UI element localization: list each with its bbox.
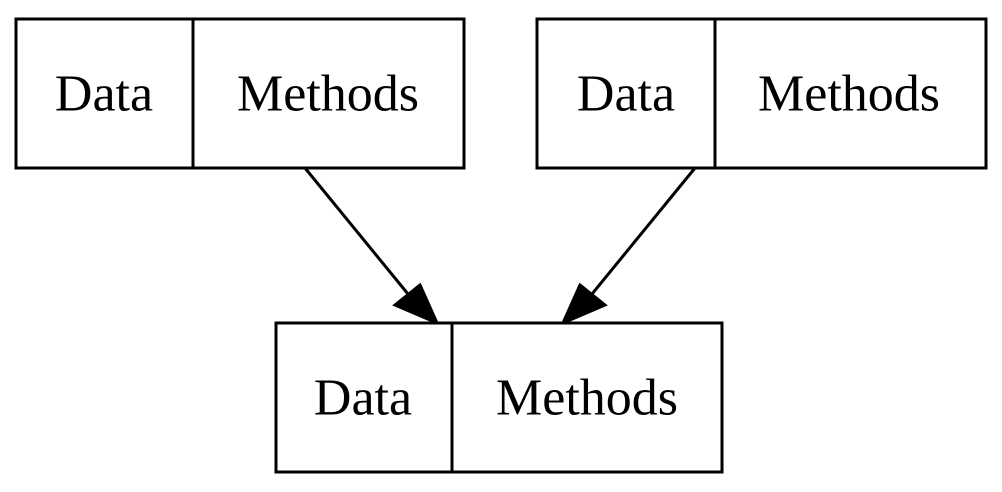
edge-line xyxy=(303,167,410,295)
node-box xyxy=(14,17,466,170)
node-box xyxy=(535,17,988,170)
node-box xyxy=(274,321,724,474)
data-field-label: Data xyxy=(55,66,153,123)
node-bottom: Data Methods xyxy=(274,321,724,474)
edge-right-to-bottom xyxy=(560,167,697,326)
methods-field-label: Methods xyxy=(496,370,678,427)
data-field-label: Data xyxy=(577,66,675,123)
node-left: Data Methods xyxy=(14,17,466,170)
methods-field-label: Methods xyxy=(758,66,940,123)
data-field-label: Data xyxy=(314,370,412,427)
node-right: Data Methods xyxy=(535,17,988,170)
edge-left-to-bottom xyxy=(303,167,440,326)
methods-field-label: Methods xyxy=(237,66,419,123)
arrowhead-icon xyxy=(560,282,608,326)
edge-line xyxy=(590,167,697,295)
arrowhead-icon xyxy=(392,282,440,326)
